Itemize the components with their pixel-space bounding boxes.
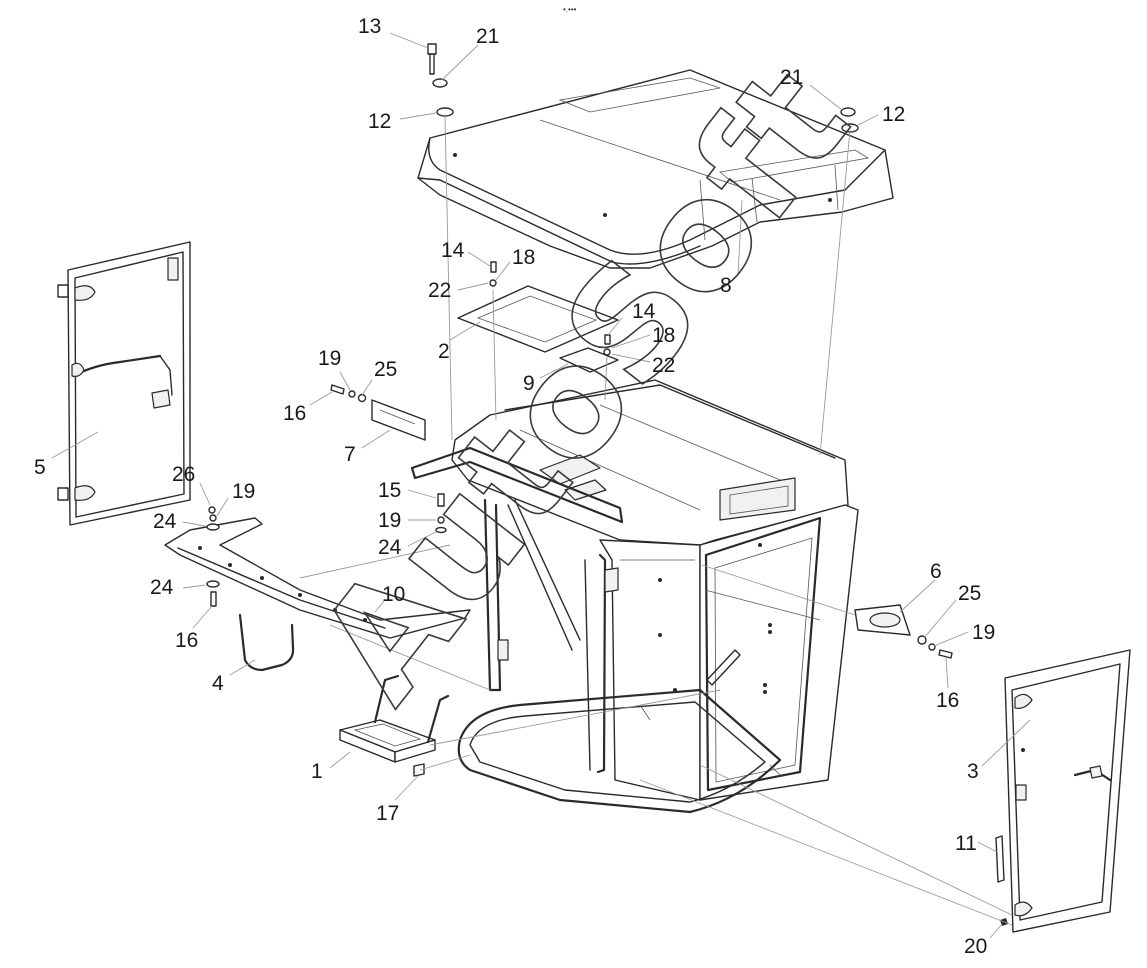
callout-18-mid: 18 [652,324,675,347]
callout-10: 10 [382,583,405,606]
callout-19-center: 19 [378,509,401,532]
roof-panel [417,69,894,269]
callout-21-left: 21 [476,25,499,48]
callout-12-left: 12 [368,110,391,133]
screw-14-top [490,261,497,273]
washer-19-rail [209,514,217,522]
left-door [57,241,191,526]
washer-24-rail-bottom [206,580,220,588]
grab-handle-4 [238,613,295,672]
washer-24-center [435,526,447,534]
callout-6: 6 [930,560,942,583]
callout-24-center: 24 [378,536,402,559]
mirror-bracket-right [854,604,911,636]
callout-21-right: 21 [780,66,803,89]
screw-14-mid [604,334,611,345]
bolt-16-right [938,649,953,659]
washer-12-left [436,107,454,117]
callout-25-right: 25 [958,582,981,605]
callout-4: 4 [212,672,224,695]
callout-22-mid: 22 [652,354,675,377]
callout-25-mirror: 25 [374,358,397,381]
callout-8: 8 [720,274,732,297]
callout-19-rail: 19 [232,480,255,503]
headliner-panel [457,285,619,353]
entry-step [339,674,450,763]
callout-20: 20 [964,935,987,958]
washer-22-top [489,279,497,287]
callout-9: 9 [523,372,535,395]
front-rail [164,517,471,639]
washer-19-center [437,516,445,524]
callout-17: 17 [376,802,399,825]
callout-numbers: 13 21 12 21 12 14 18 22 2 14 18 22 9 8 1… [34,15,995,958]
bolt-17 [413,763,425,777]
cab-frame [410,379,859,814]
callout-3: 3 [967,760,979,783]
bolt-13 [427,43,437,75]
top-mark: •.••• [563,5,577,14]
callout-12-right: 12 [882,103,905,126]
washer-19-left-mirror [348,390,356,398]
callout-18-top: 18 [512,246,535,269]
right-door [1004,649,1131,933]
bolt-16-rail [210,591,217,607]
washer-26 [208,506,216,514]
callout-19-right: 19 [972,621,995,644]
callout-16-right: 16 [936,689,959,712]
washer-22-mid [603,348,611,356]
callout-13: 13 [358,15,381,38]
callout-11: 11 [955,832,977,855]
callout-1: 1 [311,760,323,783]
callout-leaders [51,32,1031,939]
washer-21-left [432,78,448,88]
callout-15: 15 [378,479,401,502]
washer-21-right [840,107,856,117]
washer-19-right [928,643,936,651]
callout-14-top: 14 [441,239,465,262]
callout-14-mid: 14 [632,300,656,323]
callout-19-mirror: 19 [318,347,341,370]
access-cover-plate [559,347,619,373]
callout-16-mirror: 16 [283,402,306,425]
callout-26: 26 [172,463,195,486]
callout-24-rail-top: 24 [153,510,177,533]
callout-16-rail: 16 [175,629,198,652]
callout-2: 2 [438,340,450,363]
alignment-lines [299,114,1013,926]
hinge-pin-11 [995,835,1005,883]
mirror-bracket-left [371,399,426,441]
bolt-15 [437,493,445,507]
bolt-16-left-mirror [330,384,345,395]
callout-5: 5 [34,456,46,479]
callout-22-top: 22 [428,279,451,302]
washer-24-rail-top [206,523,220,531]
callout-7: 7 [344,443,356,466]
washer-25-left-mirror [357,393,367,403]
callout-24-rail-bottom: 24 [150,576,174,599]
